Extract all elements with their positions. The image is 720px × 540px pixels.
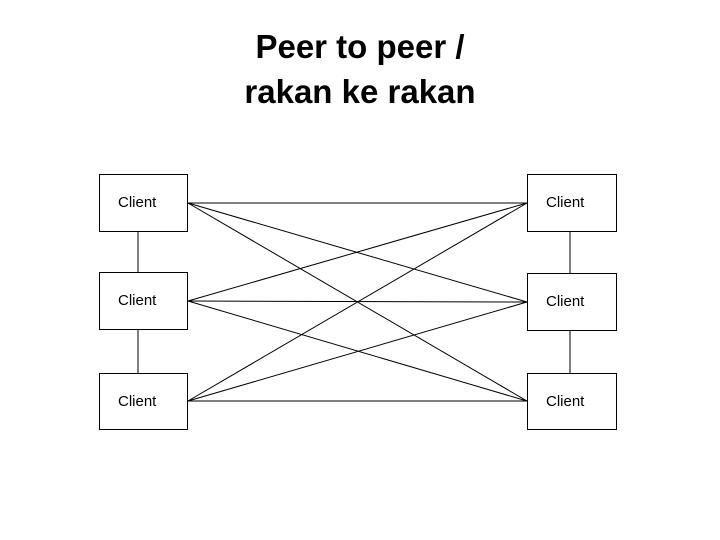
node-right-2[interactable]: Client [527, 273, 617, 331]
mesh-link-left-2-to-right-1 [187, 202, 528, 302]
mesh-link-group [187, 202, 528, 402]
page-title: Peer to peer / rakan ke rakan [244, 28, 476, 110]
node-left-2[interactable]: Client [99, 272, 188, 330]
node-right-1[interactable]: Client [527, 174, 617, 232]
node-right-3[interactable]: Client [527, 373, 617, 430]
node-label: Client [118, 194, 157, 211]
column-link-group [137, 232, 571, 373]
node-label: Client [118, 292, 157, 309]
mesh-link-left-3-to-right-1 [187, 202, 528, 402]
node-label: Client [546, 194, 585, 211]
mesh-link-left-3-to-right-2 [187, 301, 528, 402]
node-label: Client [546, 392, 585, 410]
node-left-1[interactable]: Client [99, 174, 188, 232]
node-label: Client [546, 293, 585, 310]
node-label: Client [118, 392, 157, 410]
node-left-3[interactable]: Client [99, 373, 188, 430]
